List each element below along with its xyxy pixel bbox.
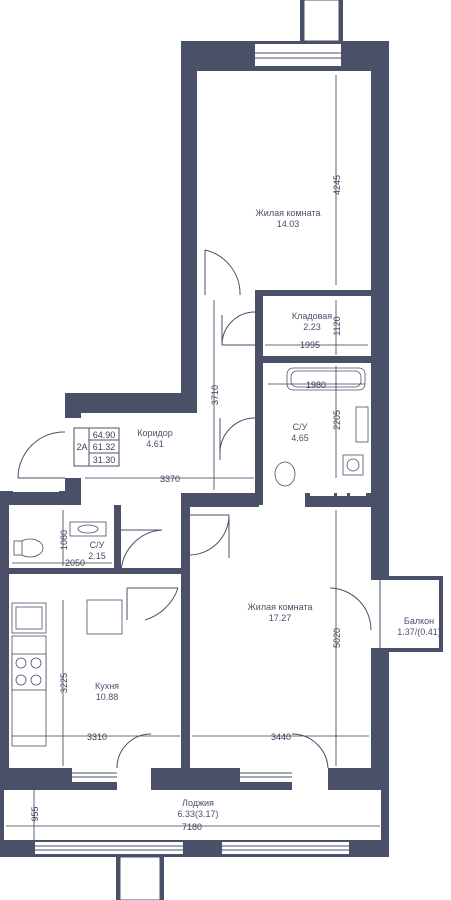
room-kitchen-name: Кухня — [95, 681, 119, 691]
room-labels: Жилая комната 14.03 Кладовая 2.23 Коридо… — [88, 208, 441, 819]
doors — [17, 249, 372, 769]
wall-openings — [13, 0, 389, 900]
room-storage-name: Кладовая — [292, 311, 332, 321]
dimension-lines — [6, 75, 380, 840]
room-loggia-area: 6.33(3.17) — [177, 809, 218, 819]
dim-4245: 4245 — [332, 175, 342, 195]
summary-type: 2А — [76, 442, 87, 452]
dim-2205: 2205 — [332, 410, 342, 430]
fixtures — [11, 367, 369, 747]
apartment-summary: 2А 64.90 61.32 31.30 — [73, 427, 120, 467]
dim-1980: 1980 — [306, 380, 326, 390]
dim-3710: 3710 — [210, 385, 220, 405]
dim-1120: 1120 — [332, 316, 342, 335]
room-bath-small-name: С/У — [90, 540, 105, 550]
room-living1-area: 14.03 — [277, 219, 300, 229]
room-corridor-area: 4.61 — [146, 439, 164, 449]
sink-icon — [355, 406, 369, 443]
summary-living: 31.30 — [93, 455, 116, 465]
summary-with-coef: 61.32 — [93, 442, 116, 452]
room-balcony-name: Балкон — [404, 616, 434, 626]
toilet-icon — [274, 461, 296, 487]
dim-955: 955 — [30, 806, 40, 821]
dim-1080: 1080 — [59, 530, 69, 550]
dim-3310: 3310 — [87, 732, 107, 742]
room-bath-small-area: 2.15 — [88, 551, 106, 561]
room-living1-name: Жилая комната — [255, 208, 320, 218]
room-corridor-name: Коридор — [137, 428, 173, 438]
room-loggia-name: Лоджия — [182, 798, 214, 808]
room-kitchen-area: 10.88 — [96, 692, 119, 702]
dim-3440: 3440 — [271, 732, 291, 742]
room-bath-big-area: 4.65 — [291, 433, 309, 443]
dim-5020: 5020 — [332, 628, 342, 648]
fridge-icon — [86, 599, 123, 635]
room-living2-area: 17.27 — [269, 613, 292, 623]
dim-7180: 7180 — [182, 822, 202, 832]
dim-2050: 2050 — [65, 558, 85, 568]
dim-1995: 1995 — [300, 340, 320, 350]
room-storage-area: 2.23 — [303, 322, 321, 332]
room-living2-name: Жилая комната — [247, 602, 312, 612]
room-balcony-area: 1.37/(0.41) — [397, 627, 441, 637]
summary-total: 64.90 — [93, 430, 116, 440]
dimension-labels: 4245 1120 1995 1980 3710 2205 3370 1080 … — [30, 175, 342, 832]
dim-3370: 3370 — [160, 474, 180, 484]
dim-3225: 3225 — [59, 673, 69, 693]
room-bath-big-name: С/У — [293, 422, 308, 432]
